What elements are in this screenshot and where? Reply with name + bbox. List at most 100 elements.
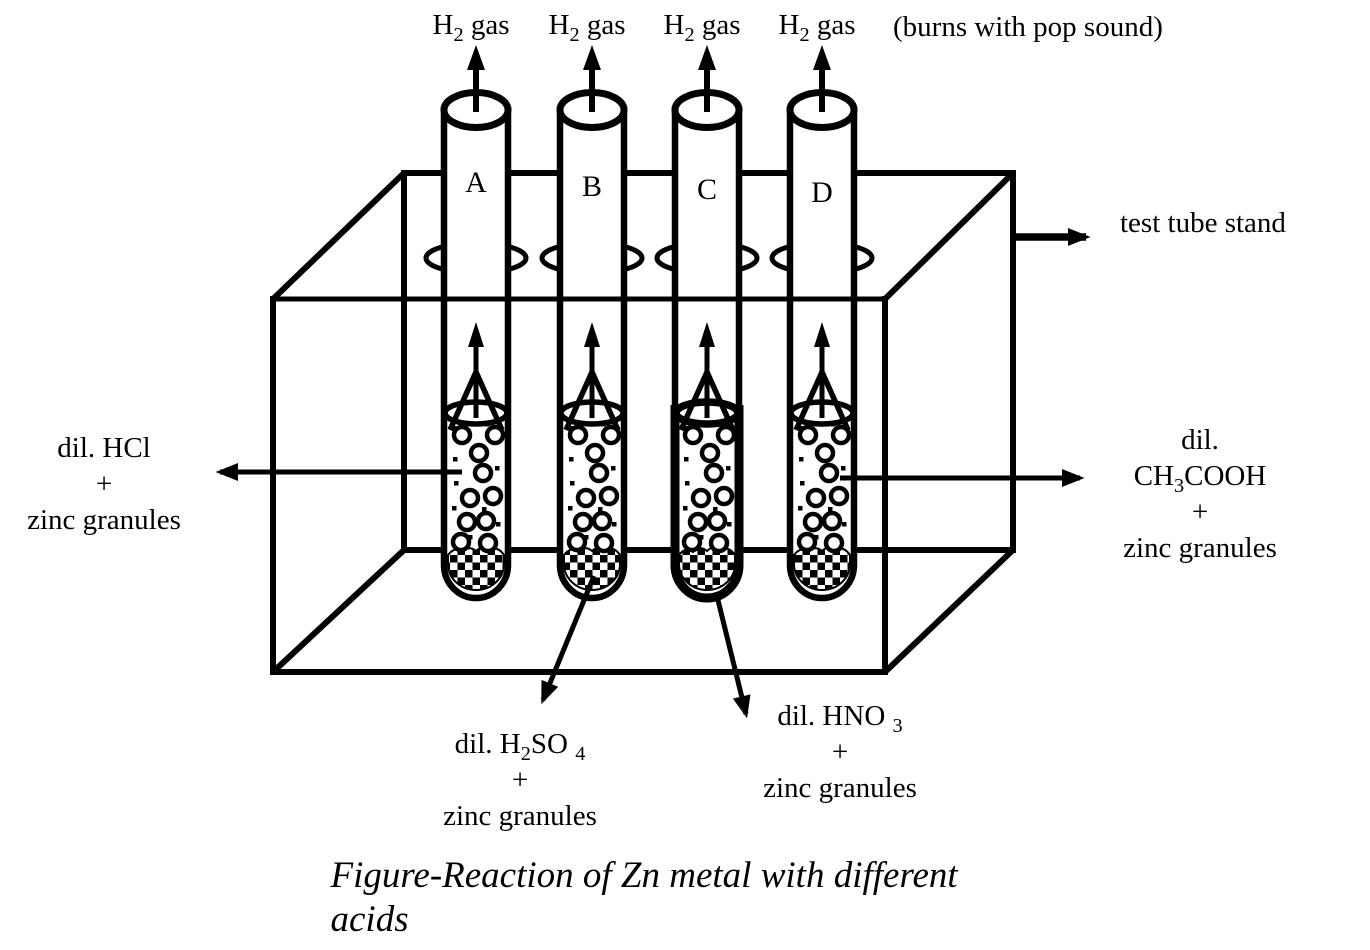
acid-formula: dil. H2SO 4 xyxy=(454,728,586,765)
bubble-dot xyxy=(468,535,473,540)
gas-bubble xyxy=(456,511,478,533)
h2-gas-label-a: H2 gas xyxy=(432,9,510,46)
gas-bubble xyxy=(805,487,827,509)
bubble-dot xyxy=(452,506,457,511)
gas-bubble xyxy=(600,424,622,446)
tube-letter-c: C xyxy=(696,173,718,206)
reagent-label: zinc granules xyxy=(1123,532,1277,564)
tube-bold-wall-C xyxy=(670,405,744,603)
reagent-label: zinc granules xyxy=(27,504,181,536)
stand-top-left-diagonal xyxy=(270,170,407,302)
zinc-granules-C xyxy=(678,546,736,591)
inner-gas-arrowhead xyxy=(814,322,830,347)
gas-bubble xyxy=(450,531,472,553)
bubble-dot xyxy=(814,535,819,540)
gas-bubble xyxy=(681,531,703,553)
tube-letter-d: D xyxy=(811,176,833,209)
bubble-dot xyxy=(800,481,805,486)
stand-top-right-diagonal xyxy=(882,170,1016,302)
gas-bubble xyxy=(575,487,597,509)
gas-bubble xyxy=(818,462,840,484)
gas-bubble xyxy=(713,485,735,507)
inner-gas-arrowhead xyxy=(468,322,484,347)
bubble-dot xyxy=(799,457,804,462)
bubble-dot xyxy=(496,522,501,527)
gas-bubble xyxy=(566,531,588,553)
gas-bubble xyxy=(482,485,504,507)
tube-contents-B xyxy=(558,322,626,591)
gas-bubble xyxy=(823,532,845,554)
bubble-dot xyxy=(570,481,575,486)
bubble-dot xyxy=(683,426,688,431)
bubble-dot xyxy=(453,457,458,462)
gas-bubble xyxy=(591,510,613,532)
gas-bubble xyxy=(814,442,836,464)
gas-bubble xyxy=(472,462,494,484)
gas-bubble xyxy=(477,532,499,554)
acid-label-hcl: dil. HCl + zinc granules xyxy=(27,430,181,538)
stand-bottom-left-diagonal xyxy=(270,547,407,675)
tube-contents xyxy=(442,322,856,591)
acid-label-hno3: dil. HNO 3 + zinc granules xyxy=(763,698,917,806)
gas-funnel-right xyxy=(589,370,621,432)
gas-arrowhead xyxy=(813,45,831,70)
gas-bubble xyxy=(802,511,824,533)
gas-funnel-left xyxy=(678,370,710,432)
zinc-granules-A xyxy=(447,546,505,591)
gas-bubble xyxy=(567,424,589,446)
gas-bubble xyxy=(468,442,490,464)
bubble-dot xyxy=(798,506,803,511)
pop-sound-note: (burns with pop sound) xyxy=(893,11,1163,43)
bubble-dot xyxy=(683,506,688,511)
bubble-dot xyxy=(568,506,573,511)
gas-bubble xyxy=(715,424,737,446)
gas-bubble xyxy=(699,442,721,464)
gas-funnel-right xyxy=(473,370,505,432)
gas-arrowhead xyxy=(583,45,601,70)
gas-bubble xyxy=(690,487,712,509)
h2-gas-label-d: H2 gas xyxy=(778,9,856,46)
gas-bubble xyxy=(588,462,610,484)
gas-bubble xyxy=(828,485,850,507)
gas-funnel-right xyxy=(819,370,851,432)
h2-gas-arrow-B xyxy=(583,45,601,112)
plus-sign: + xyxy=(95,468,113,500)
h2-gas-label-b: H2 gas xyxy=(548,9,626,46)
inner-gas-arrowhead xyxy=(584,322,600,347)
gas-bubble xyxy=(451,424,473,446)
gas-bubble xyxy=(584,442,606,464)
acid-label-h2so4: dil. H2SO 4 + zinc granules xyxy=(443,726,597,834)
gas-funnel-right xyxy=(704,370,736,432)
test-tube-stand-label: test tube stand xyxy=(1120,207,1286,239)
gas-funnel-left xyxy=(447,370,479,432)
inner-gas-arrowhead xyxy=(699,322,715,347)
bubble-dot xyxy=(611,466,616,471)
gas-arrows xyxy=(467,45,831,112)
h2-gas-label-c: H2 gas xyxy=(663,9,741,46)
bubble-dot xyxy=(798,426,803,431)
gas-bubble xyxy=(821,510,843,532)
tube-contents-C xyxy=(672,322,742,591)
acid-formula: dil. CH3COOH xyxy=(1133,424,1267,497)
gas-funnel-left xyxy=(793,370,825,432)
reagent-label: zinc granules xyxy=(763,772,917,804)
bubble-dot xyxy=(713,507,718,512)
h2-gas-arrow-C xyxy=(698,45,716,112)
pointer-arrows xyxy=(215,228,1091,719)
bubble-dot xyxy=(482,507,487,512)
h2so4-pointer-arrow xyxy=(540,575,597,705)
tube-contents-A xyxy=(442,322,510,591)
gas-bubble xyxy=(708,532,730,554)
stand-front-edges xyxy=(270,170,1016,675)
h2-gas-arrow-A xyxy=(467,45,485,112)
hno3-pointer-arrow xyxy=(713,591,751,719)
test-tubes xyxy=(440,89,858,603)
gas-bubble xyxy=(703,462,725,484)
plus-sign: + xyxy=(511,764,529,796)
bubble-dot xyxy=(568,426,573,431)
gas-bubble xyxy=(830,424,852,446)
gas-arrowhead xyxy=(467,45,485,70)
tube-letter-a: A xyxy=(465,166,487,199)
bubble-dot xyxy=(699,535,704,540)
